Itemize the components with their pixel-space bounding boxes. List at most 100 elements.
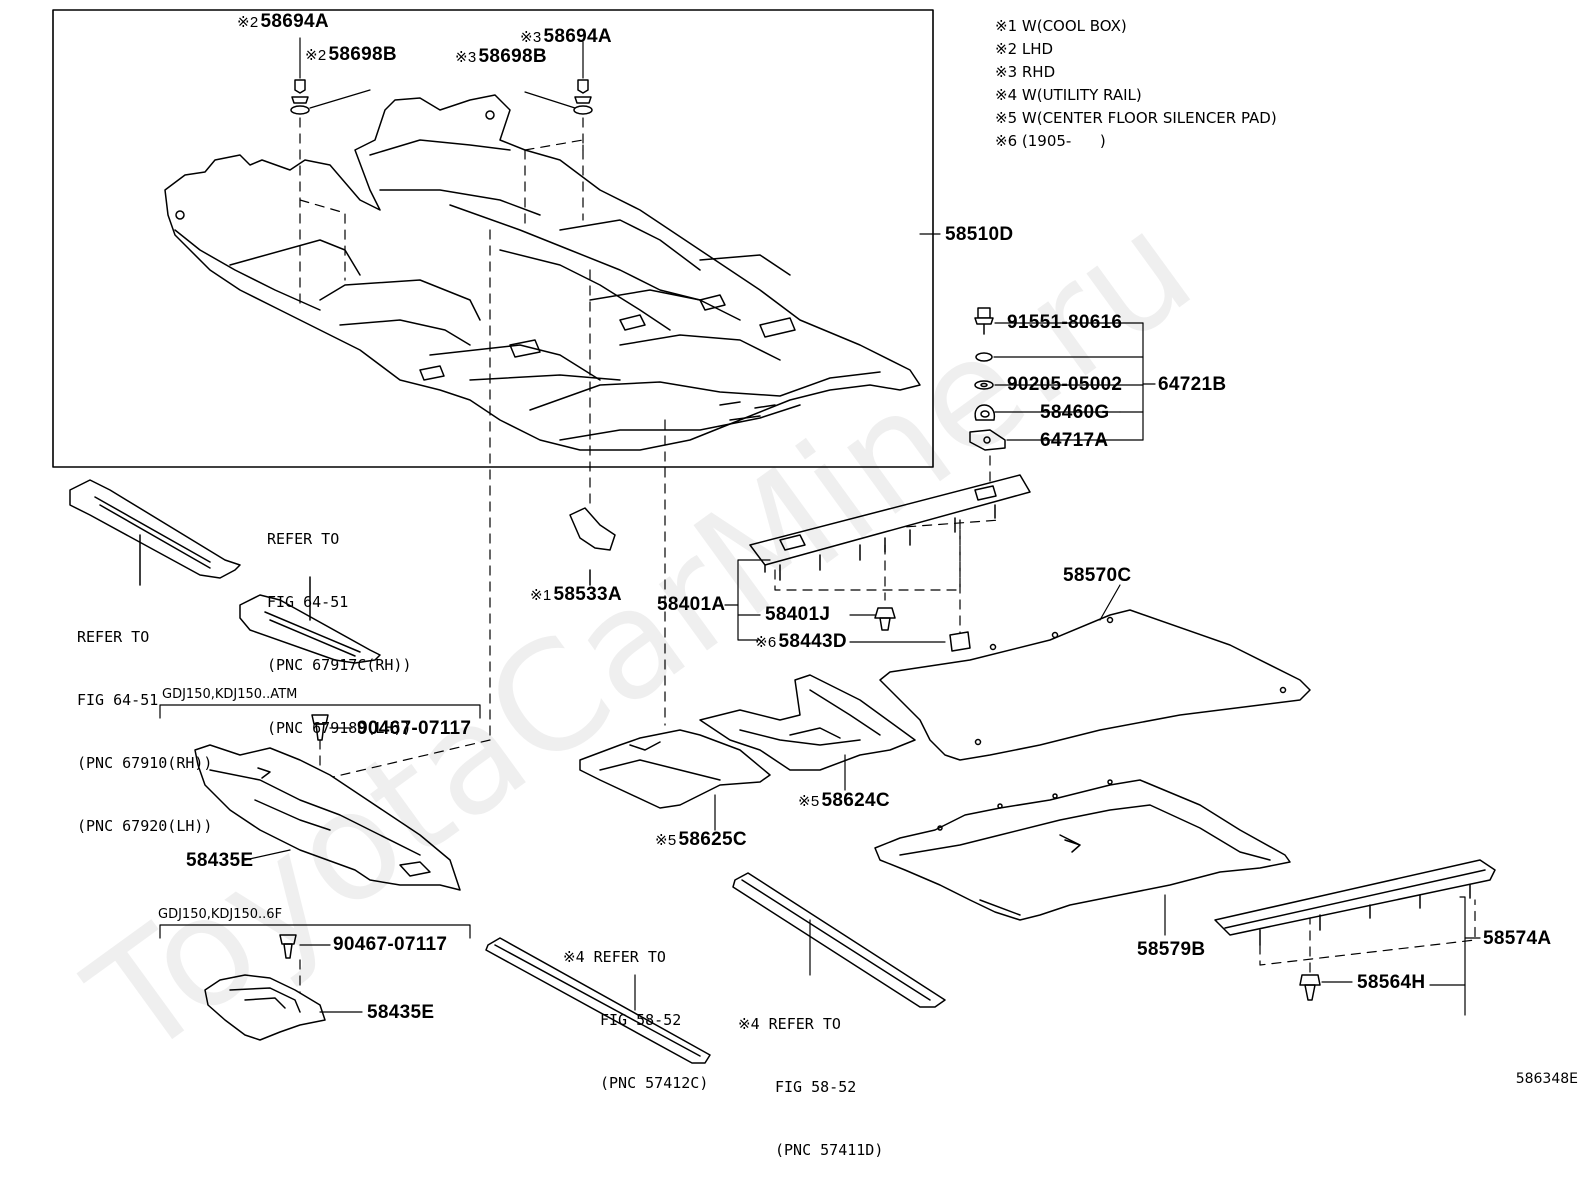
washer: [975, 352, 993, 362]
part-label-58435E-6f[interactable]: 58435E: [367, 1002, 435, 1023]
group-label-6f: GDJ150,KDJ150..6F: [158, 907, 283, 922]
refer-57411D[interactable]: ※4 REFER TO FIG 58-52 (PNC 57411D): [738, 972, 883, 1182]
cover-58435E-6f: [204, 974, 363, 1041]
refer-line: FIG 64-51: [77, 691, 159, 709]
part-number: 58625C: [678, 829, 747, 850]
group-label-atm: GDJ150,KDJ150..ATM: [162, 687, 298, 702]
part-mark: ※1: [530, 587, 552, 604]
part-number: 58533A: [553, 584, 622, 605]
washer-90205-05002: [974, 380, 994, 390]
part-label-64717A[interactable]: 64717A: [1040, 430, 1109, 451]
clip-58564H: [1299, 974, 1353, 1001]
refer-line: (PNC 67920(LH)): [77, 817, 213, 835]
cover-58435E-atm: [194, 744, 461, 891]
carpet-frame: [52, 9, 934, 468]
bracket-leaders: [993, 322, 1156, 441]
clip-58443D: [949, 631, 971, 652]
bracket-58401A-leaders: [724, 559, 946, 643]
part-mark: ※6: [755, 634, 777, 651]
hook-58460G: [974, 404, 995, 421]
bolt-91551-80616: [974, 307, 994, 335]
part-label-91551-80616[interactable]: 91551-80616: [1007, 312, 1123, 333]
refer-line: FIG 58-52: [600, 1011, 682, 1029]
clip-58694A-rhd: [573, 79, 593, 115]
part-number: 58443D: [778, 631, 847, 652]
part-label-58460G[interactable]: 58460G: [1040, 402, 1110, 423]
cargo-mat-58570C: [879, 584, 1311, 761]
refer-line: (PNC 57411D): [775, 1141, 884, 1159]
refer-line: (PNC 57412C): [600, 1074, 709, 1092]
refer-line: ※4 REFER TO: [563, 948, 666, 966]
refer-line: FIG 58-52: [775, 1078, 857, 1096]
part-label-90467-07117-6f[interactable]: 90467-07117: [333, 934, 448, 955]
floor-carpet-58510D: [164, 94, 921, 451]
utility-rail-57411D: [732, 872, 946, 1008]
part-label-58570C[interactable]: 58570C: [1063, 565, 1132, 586]
part-mark: ※3: [520, 29, 542, 46]
part-label-90467-07117-atm[interactable]: 90467-07117: [357, 718, 472, 739]
bracket-64717A: [969, 429, 1006, 451]
part-number: 58694A: [260, 11, 329, 32]
refer-line: REFER TO: [267, 530, 340, 548]
part-mark: ※3: [455, 49, 477, 66]
group-bracket-atm: [159, 704, 481, 719]
silencer-pad-58625C: [579, 729, 771, 831]
part-number: 58698B: [478, 46, 547, 67]
part-mark: ※5: [798, 793, 820, 810]
part-label-64721B[interactable]: 64721B: [1158, 374, 1227, 395]
screw-90467-07117-b: [279, 934, 331, 959]
bracket-58533A: [569, 507, 616, 586]
refer-line: (PNC 67910(RH)): [77, 754, 213, 772]
leader-lines: [299, 37, 941, 235]
part-mark: ※2: [237, 14, 259, 31]
part-number: 58694A: [543, 26, 612, 47]
part-label-58510D[interactable]: 58510D: [945, 224, 1014, 245]
refer-line: (PNC 67918D(LH)): [267, 719, 412, 737]
parts-diagram: [52, 9, 1496, 1064]
utility-rail-57412C: [485, 937, 711, 1064]
refer-57412C[interactable]: ※4 REFER TO FIG 58-52 (PNC 57412C): [563, 905, 708, 1115]
deck-board-58579B: [874, 779, 1291, 936]
note-3: ※3 RHD: [995, 63, 1056, 81]
screw-90467-07117-a: [311, 714, 353, 741]
refer-line: ※4 REFER TO: [738, 1015, 841, 1033]
part-label-58401J[interactable]: 58401J: [765, 604, 831, 625]
refer-67917C[interactable]: REFER TO FIG 64-51 (PNC 67917C(RH)) (PNC…: [267, 487, 412, 760]
part-label-58579B[interactable]: 58579B: [1137, 939, 1206, 960]
refer-line: REFER TO: [77, 628, 150, 646]
note-2: ※2 LHD: [995, 40, 1054, 58]
part-label-58435E-atm[interactable]: 58435E: [186, 850, 254, 871]
part-mark: ※2: [305, 47, 327, 64]
scuff-plate-lower: [239, 576, 381, 664]
note-5: ※5 W(CENTER FLOOR SILENCER PAD): [995, 109, 1277, 127]
part-number: 58698B: [328, 44, 397, 65]
rear-step-58574A: [1214, 859, 1496, 1016]
refer-line: FIG 64-51: [267, 593, 349, 611]
refer-line: (PNC 67917C(RH)): [267, 656, 412, 674]
part-mark: ※5: [655, 832, 677, 849]
refer-67910[interactable]: REFER TO FIG 64-51 (PNC 67910(RH)) (PNC …: [77, 585, 212, 858]
part-label-58401A[interactable]: 58401A: [657, 594, 726, 615]
silencer-pad-58624C: [699, 674, 916, 791]
diagram-code: 586348E: [1515, 1071, 1578, 1087]
part-label-58574A[interactable]: 58574A: [1483, 928, 1552, 949]
rail-58401A: [749, 474, 1031, 581]
part-label-58564H[interactable]: 58564H: [1357, 972, 1426, 993]
scuff-plate-upper: [69, 479, 241, 586]
group-bracket-6f: [159, 924, 471, 939]
clip-58401J: [874, 607, 896, 631]
note-1: ※1 W(COOL BOX): [995, 17, 1127, 35]
note-6: ※6 (1905- ): [995, 132, 1106, 150]
part-number: 58624C: [821, 790, 890, 811]
clip-58694A-lhd: [290, 79, 310, 115]
note-4: ※4 W(UTILITY RAIL): [995, 86, 1142, 104]
part-label-90205-05002[interactable]: 90205-05002: [1007, 374, 1123, 395]
